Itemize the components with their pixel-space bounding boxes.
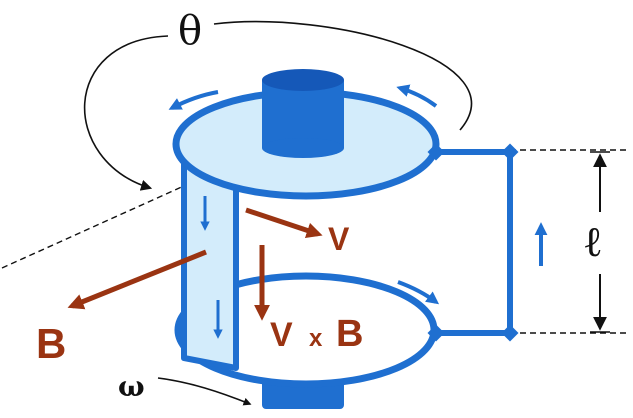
- top-shaft: [262, 69, 344, 158]
- vxb-label: V x B: [270, 313, 363, 355]
- svg-text:B: B: [336, 313, 363, 355]
- ell-label: ℓ: [585, 217, 601, 266]
- svg-text:V: V: [270, 316, 293, 354]
- b-label: B: [36, 320, 66, 367]
- bottom-disc-right-arrow: [397, 280, 440, 305]
- theta-rotation-arrow: [83, 35, 169, 191]
- theta-rotation-arc-right: [213, 20, 473, 131]
- omega-rotation-arrow: [157, 377, 252, 406]
- v-label: V: [328, 221, 350, 257]
- top-disc-right-arrow: [396, 84, 438, 108]
- b-vector-arrow: [67, 249, 207, 310]
- theta-label: θ: [178, 8, 202, 54]
- omega-label: ω: [118, 370, 145, 403]
- v-vector-arrow: [245, 207, 323, 239]
- cylinder-strip: [181, 157, 239, 371]
- top-disc-left-arrow: [168, 90, 219, 110]
- external-circuit: [427, 143, 519, 342]
- svg-text:x: x: [309, 325, 323, 352]
